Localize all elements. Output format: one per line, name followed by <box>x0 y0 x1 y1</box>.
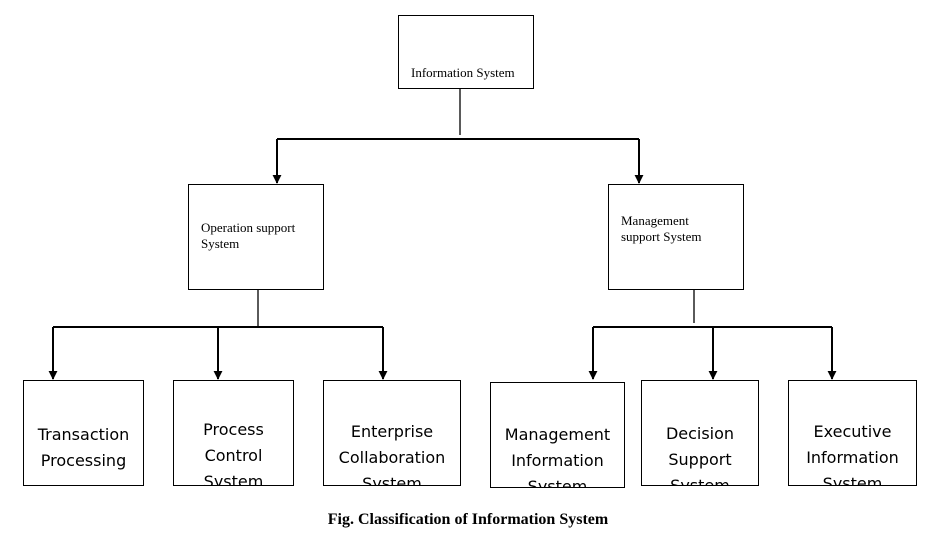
management-information-line2: Information <box>511 451 604 470</box>
information-system-box: Information System <box>398 15 534 89</box>
management-support-label-line1: Management <box>621 213 689 228</box>
process-control-line2: Control <box>204 446 263 465</box>
information-system-label: Information System <box>411 65 515 80</box>
operation-support-label-line2: System <box>201 236 240 251</box>
executive-information-line3: System <box>822 474 883 486</box>
transaction-processing-line2: Processing <box>40 451 127 470</box>
transaction-processing-box: Transaction Processing <box>23 380 144 486</box>
process-control-line1: Process <box>203 420 264 439</box>
management-support-system-box: Management support System <box>608 184 744 290</box>
operation-support-system-box: Operation support System <box>188 184 324 290</box>
executive-information-system-box: Executive Information System <box>788 380 917 486</box>
decision-support-line1: Decision <box>665 424 735 443</box>
decision-support-line3: System <box>670 476 730 486</box>
executive-information-line1: Executive <box>813 422 892 441</box>
decision-support-line2: Support <box>668 450 732 469</box>
figure-caption: Fig. Classification of Information Syste… <box>327 511 609 528</box>
operation-support-label-line1: Operation support <box>201 220 296 235</box>
management-information-system-box: Management Information System <box>490 382 625 488</box>
process-control-system-box: Process Control System <box>173 380 294 486</box>
management-information-line3: System <box>527 477 588 488</box>
executive-information-line2: Information <box>806 448 899 467</box>
enterprise-collaboration-line3: System <box>362 474 422 486</box>
management-information-line1: Management <box>504 425 611 444</box>
enterprise-collaboration-system-box: Enterprise Collaboration System <box>323 380 461 486</box>
enterprise-collaboration-line2: Collaboration <box>338 448 446 467</box>
transaction-processing-line1: Transaction <box>37 425 130 444</box>
enterprise-collaboration-line1: Enterprise <box>350 422 434 441</box>
decision-support-system-box: Decision Support System <box>641 380 759 486</box>
process-control-line3: System <box>203 472 264 486</box>
management-support-label-line2: support System <box>621 229 702 244</box>
